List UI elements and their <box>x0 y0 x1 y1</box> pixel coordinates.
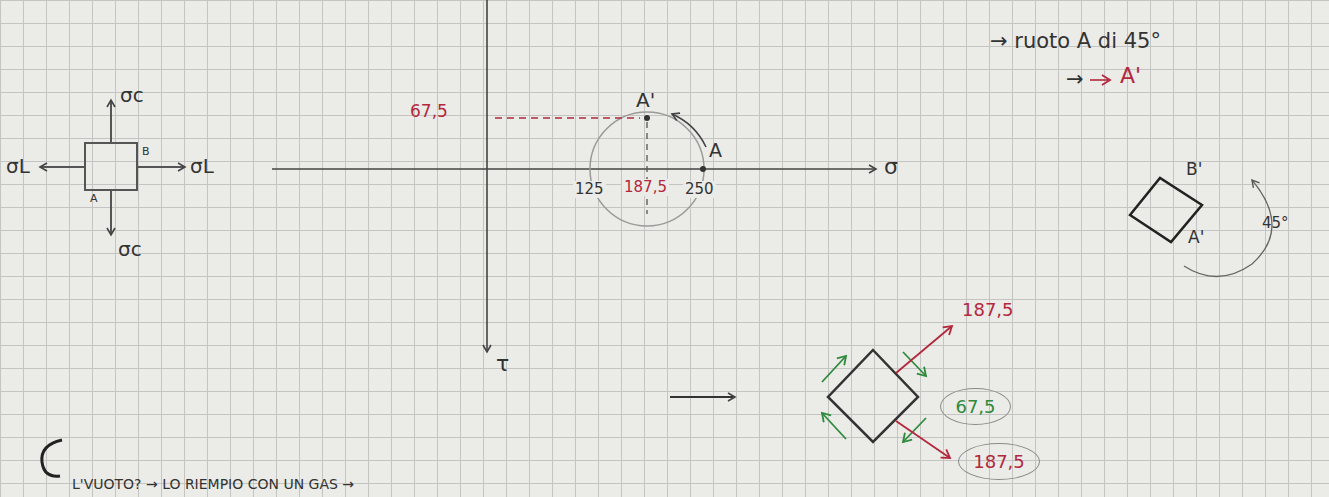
note: → ruoto A di 45° <box>990 30 1161 53</box>
dashed-abscissa <box>646 122 647 214</box>
axis-name: τ <box>496 352 509 376</box>
rotation-arrow <box>672 114 706 147</box>
point-a <box>700 166 706 172</box>
mohr-circle <box>590 112 704 226</box>
axes <box>272 0 876 352</box>
axis-name: σ <box>884 155 898 179</box>
point-label: A <box>709 140 722 161</box>
circled-value: 187,5 <box>958 443 1040 480</box>
point-a-prime <box>644 115 650 121</box>
note: L'VUOTO? → LO RIEMPIO CON UN GAS → <box>72 477 354 492</box>
note-arrow <box>1090 79 1110 81</box>
axis-value: 125 <box>573 181 606 198</box>
corner-label: A <box>90 193 98 205</box>
note-arrow-text: → <box>1066 68 1084 91</box>
circled-value: 67,5 <box>940 388 1011 425</box>
stress-value: 187,5 <box>962 300 1014 320</box>
corner-label: B <box>142 146 150 158</box>
stress-label: σL <box>190 155 214 177</box>
normal-arrows <box>896 326 952 458</box>
circled-text: 67,5 <box>955 396 995 417</box>
note: A' <box>1120 64 1141 88</box>
tau-value: 67,5 <box>410 102 448 121</box>
stress-label: σL <box>6 155 30 177</box>
stress-label: σc <box>120 84 144 106</box>
point-label: A' <box>1188 228 1204 247</box>
dashed-ordinate <box>495 117 640 119</box>
circled-text: 187,5 <box>973 451 1025 472</box>
angle-arc <box>1184 180 1272 277</box>
point-label: B' <box>1186 160 1202 179</box>
point-label: A' <box>636 89 655 111</box>
axis-value: 250 <box>683 181 716 198</box>
stress-element <box>40 100 185 235</box>
pencil-mark <box>42 440 62 476</box>
transform-arrow <box>670 396 735 398</box>
rotated-stress-element <box>828 350 918 442</box>
axis-value: 187,5 <box>622 179 669 196</box>
angle-label: 45° <box>1262 215 1289 232</box>
stress-label: σc <box>118 238 142 260</box>
shear-arrows <box>822 352 926 442</box>
